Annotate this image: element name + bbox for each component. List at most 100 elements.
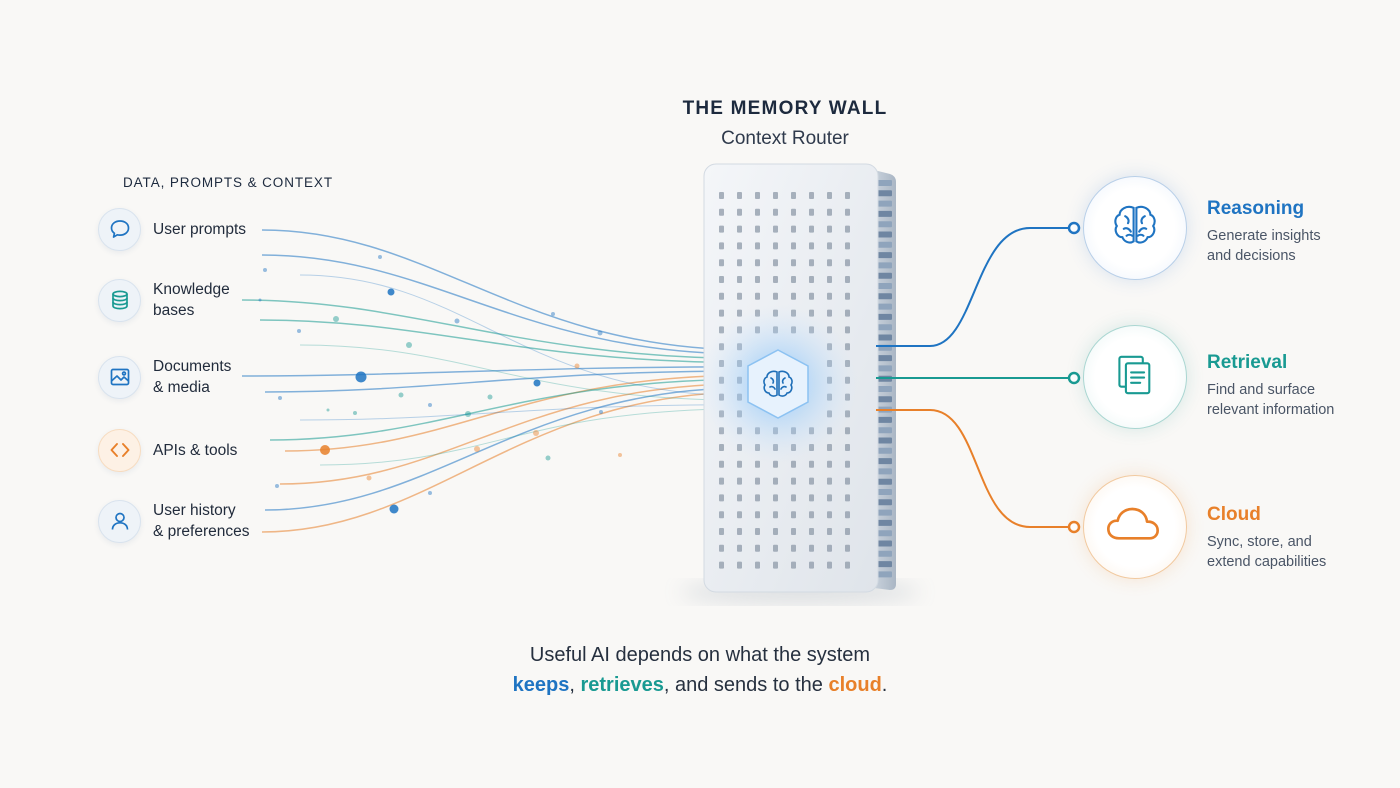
side-fin: [877, 478, 892, 485]
vent-hole: [719, 309, 724, 317]
vent-hole: [737, 528, 742, 535]
vent-hole: [773, 511, 778, 519]
flow-line: [264, 370, 751, 393]
vent-hole: [791, 192, 796, 199]
vent-hole: [809, 561, 814, 569]
vent-hole: [737, 276, 742, 283]
flow-particle: [428, 491, 432, 495]
flow-particle: [389, 504, 399, 514]
vent-hole: [791, 494, 796, 502]
vent-hole: [755, 242, 760, 250]
vent-hole: [719, 208, 724, 216]
flow-particle: [333, 316, 339, 322]
flow-particle: [599, 410, 603, 414]
caption-keyword-retrieves: retrieves: [580, 674, 664, 696]
side-fin: [877, 489, 892, 495]
vent-hole: [809, 544, 814, 552]
cloud-connector: [876, 409, 1068, 528]
vent-hole: [773, 477, 778, 485]
vent-hole: [809, 292, 814, 300]
retrieval-description: Find and surface relevant information: [1207, 382, 1335, 418]
retrieval-connector-node: [1067, 371, 1081, 385]
flow-particle: [533, 379, 541, 387]
chat-bubble-icon: [98, 207, 141, 251]
output-connectors: [876, 221, 1081, 534]
side-fin: [877, 468, 892, 475]
vent-hole: [719, 192, 724, 199]
vent-hole: [719, 477, 724, 485]
vent-hole: [737, 511, 742, 519]
flow-particle: [597, 330, 603, 336]
diagram-title-block: THE MEMORY WALL Context Router: [600, 98, 970, 150]
vent-hole: [827, 192, 832, 199]
vent-hole: [791, 544, 796, 552]
cloud-description: Sync, store, and extend capabilities: [1207, 534, 1327, 570]
vent-hole: [719, 259, 724, 267]
side-fin: [877, 499, 892, 506]
caption-line-1: Useful AI depends on what the system: [529, 644, 871, 666]
flow-particle: [454, 318, 460, 324]
vent-hole: [719, 494, 724, 502]
vent-hole: [755, 192, 760, 199]
flow-line: [261, 391, 751, 533]
side-fin: [877, 241, 892, 248]
vent-hole: [737, 192, 742, 199]
cloud-text: Cloud Sync, store, and extend capabiliti…: [1207, 504, 1387, 572]
vent-hole: [809, 477, 814, 485]
reasoning-connector-node: [1067, 221, 1081, 235]
vent-hole: [845, 427, 850, 435]
side-fin: [877, 303, 892, 310]
vent-hole: [719, 561, 724, 569]
vent-hole: [773, 259, 778, 267]
side-fin: [877, 416, 892, 423]
vent-hole: [827, 292, 832, 300]
caption-middle-text: , and sends to the: [663, 674, 829, 696]
vent-hole: [737, 494, 742, 502]
vent-hole: [827, 494, 832, 502]
flow-particle: [275, 484, 279, 488]
flow-line: [241, 366, 751, 377]
vent-hole: [737, 292, 742, 300]
vent-hole: [719, 544, 724, 552]
flow-line: [261, 254, 751, 355]
vent-hole: [791, 511, 796, 519]
vent-hole: [755, 511, 760, 519]
side-fin: [877, 447, 892, 454]
vent-hole: [719, 225, 724, 233]
vent-hole: [845, 309, 850, 317]
vent-hole: [845, 225, 850, 233]
vent-hole: [737, 259, 742, 267]
vent-hole: [719, 242, 724, 250]
code-icon: [98, 428, 141, 472]
vent-hole: [827, 460, 832, 468]
side-fin: [877, 180, 892, 186]
vent-hole: [737, 544, 742, 552]
side-fin: [877, 530, 892, 537]
vent-hole: [827, 309, 832, 317]
caption-keyword-cloud: cloud: [828, 674, 882, 696]
cloud-connector-node: [1067, 520, 1081, 534]
vent-hole: [845, 494, 850, 502]
vent-hole: [719, 292, 724, 300]
flow-particle: [278, 396, 282, 400]
vent-hole: [737, 561, 742, 569]
reasoning-connector: [876, 227, 1068, 347]
vent-hole: [809, 528, 814, 535]
input-label: Documents & media: [153, 358, 232, 396]
diagram-title: THE MEMORY WALL: [682, 98, 888, 119]
side-fin: [877, 519, 892, 526]
vent-hole: [845, 511, 850, 519]
vent-hole: [755, 494, 760, 502]
vent-hole: [755, 292, 760, 300]
flow-line: [264, 387, 751, 511]
input-label: User history & preferences: [153, 502, 250, 540]
input-user-history: User history & preferences: [98, 499, 250, 543]
reasoning-description: Generate insights and decisions: [1207, 228, 1321, 264]
vent-hole: [791, 225, 796, 233]
flow-particle: [263, 268, 267, 272]
vent-hole: [845, 460, 850, 468]
flow-particle: [353, 411, 357, 415]
vent-hole: [827, 259, 832, 267]
